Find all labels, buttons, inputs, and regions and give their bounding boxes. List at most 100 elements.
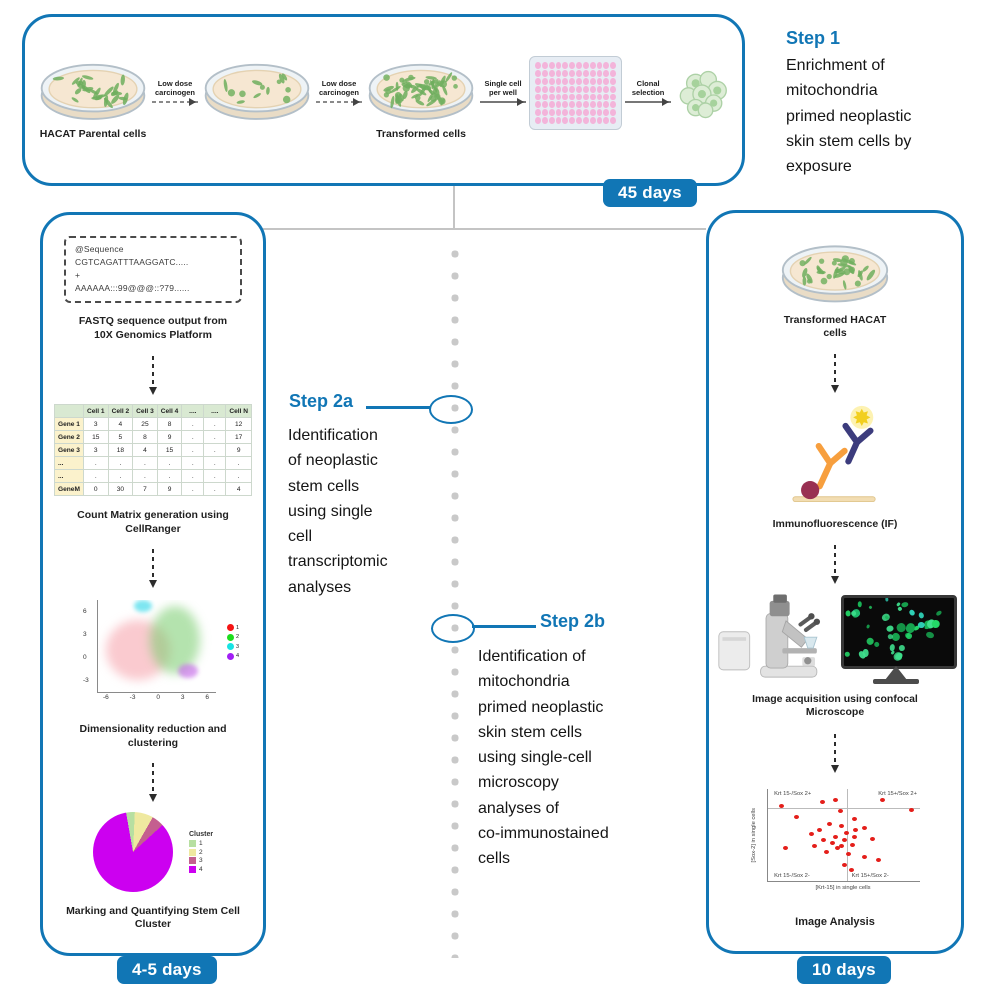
step2b-callout-line [472, 625, 536, 628]
cell-cluster-icon [679, 70, 728, 119]
well [541, 77, 548, 85]
microscope-icon [718, 594, 821, 678]
well [589, 85, 596, 93]
well [548, 117, 555, 124]
down-arrow-icon [148, 763, 157, 803]
matrix-cell: 9 [156, 482, 183, 497]
pie-legend-title: Cluster [188, 830, 214, 838]
matrix-cell: 18 [107, 443, 134, 458]
well [576, 117, 582, 124]
quadrant-label-br: Krt 15+/Sox 2- [851, 873, 889, 880]
scatter-point [909, 807, 915, 812]
connector-vertical [453, 186, 455, 229]
scatter-point [821, 837, 827, 842]
matrix-cell: . [181, 430, 205, 445]
well [603, 101, 610, 109]
well [535, 101, 541, 109]
matrix-cell: 9 [225, 443, 253, 458]
matrix-cell: . [181, 417, 205, 432]
well [610, 62, 617, 69]
scatter-point [830, 840, 836, 845]
well [555, 117, 562, 124]
well [596, 109, 603, 117]
umap-cluster-violet [178, 664, 198, 679]
well [548, 85, 555, 93]
well [596, 93, 603, 101]
well [582, 77, 589, 85]
quadrant-label-bl: Krt 15-/Sox 2- [774, 873, 810, 880]
fluorescent-cell [886, 625, 895, 633]
legend-item: 3 [226, 643, 239, 651]
matrix-cell: . [181, 482, 205, 497]
scatter-point [851, 835, 857, 840]
well [589, 93, 596, 101]
legend-dot-icon [226, 643, 234, 651]
scatter-y-label: [Sox-2] in single cells [751, 807, 757, 863]
step1-description: Enrichment of mitochondria primed neopla… [786, 57, 912, 176]
down-arrow-icon [148, 355, 157, 395]
matrix-cell: GeneM [53, 482, 84, 497]
well [610, 69, 617, 77]
well [548, 109, 555, 117]
well [603, 109, 610, 117]
well [603, 77, 610, 85]
well [576, 85, 582, 93]
well [589, 62, 596, 69]
petri-dish-icon [781, 244, 889, 302]
well [596, 85, 603, 93]
well [603, 93, 610, 101]
matrix-cell: 17 [225, 430, 253, 445]
matrix-cell: . [82, 469, 109, 484]
well [569, 77, 576, 85]
well [596, 69, 603, 77]
quadrant-hline [768, 808, 920, 810]
umap-cluster-cyan [134, 600, 152, 613]
clonal-selection-arrow: Clonal selection [622, 79, 674, 106]
scatter-point [851, 816, 857, 821]
y-tick: 0 [83, 654, 87, 662]
matrix-cell: 25 [132, 417, 158, 432]
matrix-cell: . [225, 456, 253, 471]
scatter-point [833, 835, 839, 840]
dashed-arrow-icon [316, 97, 362, 106]
quadrant-label-tl: Krt 15-/Sox 2+ [774, 790, 812, 797]
petri-dish-icon [204, 63, 310, 120]
well [576, 93, 582, 101]
scatter-point [839, 844, 845, 849]
intermediate-dish [201, 52, 313, 148]
well [582, 93, 589, 101]
count-matrix-label: Count Matrix generation using CellRanger [77, 509, 229, 535]
legend-label: 3 [235, 643, 239, 650]
fluorescent-cell [931, 619, 940, 629]
step1-duration-badge: 45 days [603, 179, 697, 207]
scatter-point [844, 831, 849, 836]
scatter-point [833, 798, 839, 803]
well [562, 109, 569, 117]
legend-label: 4 [235, 653, 239, 660]
well [582, 117, 589, 124]
fluorescent-cell [917, 611, 925, 620]
scatter-point [778, 803, 784, 808]
well [541, 101, 548, 109]
dashed-arrow-icon [152, 97, 198, 106]
well [576, 109, 582, 117]
fluorescent-cell [908, 608, 916, 617]
low-dose-arrow-1: Low dose carcinogen [149, 79, 201, 106]
well [535, 62, 541, 69]
x-tick: 3 [180, 694, 185, 702]
matrix-cell: 4 [107, 417, 134, 432]
well [610, 101, 617, 109]
step2b-panel: Transformed HACAT cells Immunofluorescen… [706, 210, 964, 954]
single-cell-arrow: Single cell per well [477, 79, 529, 106]
legend-label: 1 [198, 840, 203, 848]
well [535, 93, 541, 101]
legend-swatch-icon [188, 848, 196, 856]
matrix-cell: . [203, 482, 227, 497]
matrix-cell: 12 [225, 417, 253, 432]
scatter-point [793, 814, 799, 819]
pie-label: Marking and Quantifying Stem Cell Cluste… [66, 904, 240, 931]
